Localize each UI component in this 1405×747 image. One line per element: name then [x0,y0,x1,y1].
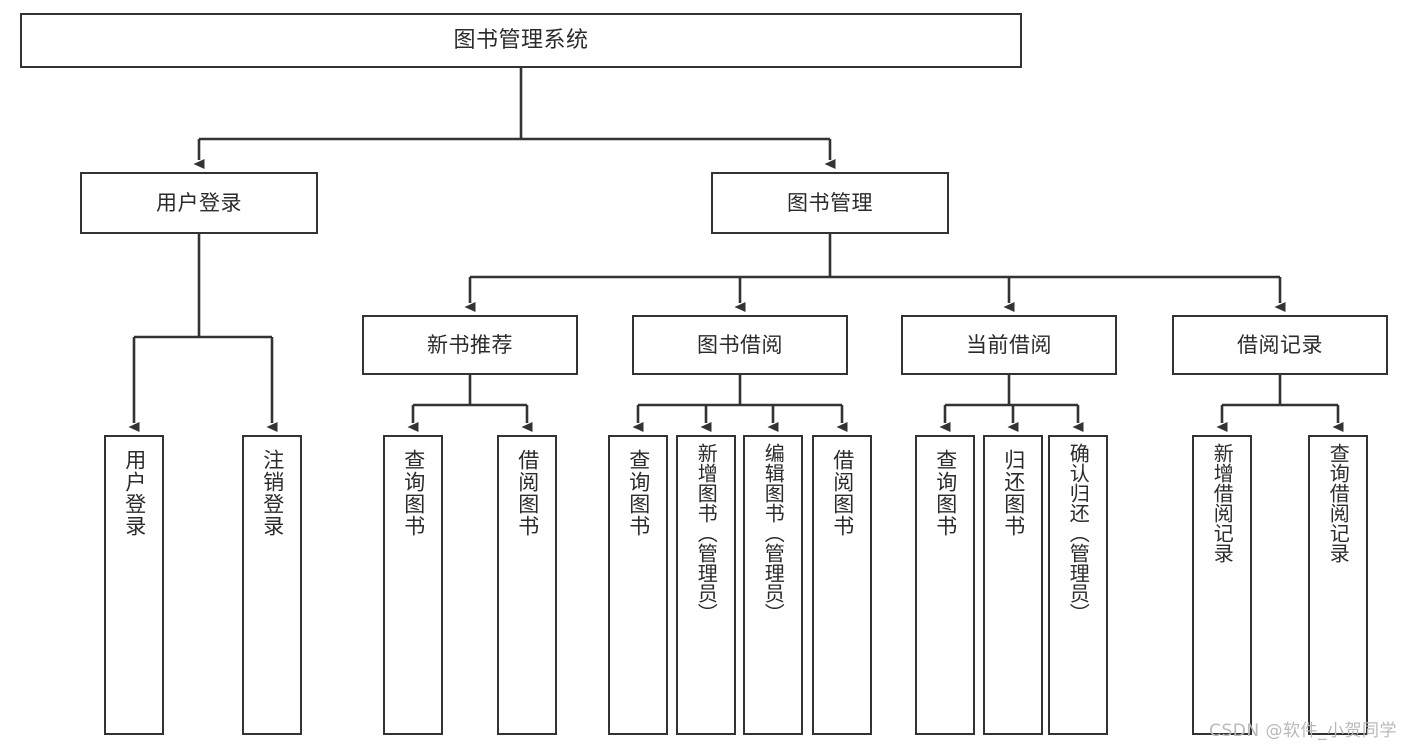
node-label: 当前借阅 [966,332,1052,357]
node-label: 归还图书 [1001,449,1026,537]
leaf-borrow-book[interactable]: 借阅图书 [812,435,872,735]
node-book-management[interactable]: 图书管理 [711,172,949,234]
node-label: 查询图书 [626,449,651,537]
leaf-add-borrow-record[interactable]: 新增借阅记录 [1192,435,1252,735]
node-label: 图书管理 [787,190,873,215]
leaf-confirm-return-admin[interactable]: 确认归还（管理员） [1048,435,1108,735]
node-label: 图书借阅 [697,332,783,357]
node-book-borrow[interactable]: 图书借阅 [632,315,848,375]
leaf-query-book-current[interactable]: 查询图书 [915,435,975,735]
node-label: 用户登录 [156,190,242,215]
node-label: 查询图书 [933,449,958,537]
leaf-query-borrow-record[interactable]: 查询借阅记录 [1308,435,1368,735]
node-label: 查询借阅记录 [1326,443,1351,563]
leaf-logout[interactable]: 注销登录 [242,435,302,735]
leaf-add-book-admin[interactable]: 新增图书（管理员） [676,435,736,735]
node-label: 用户登录 [122,449,147,537]
leaf-user-login[interactable]: 用户登录 [104,435,164,735]
node-label: 确认归还（管理员） [1066,443,1091,623]
node-label: 新增图书（管理员） [694,443,719,623]
node-new-book-recommend[interactable]: 新书推荐 [362,315,578,375]
node-current-borrow[interactable]: 当前借阅 [901,315,1117,375]
node-label: 借阅记录 [1237,332,1323,357]
node-label: 图书管理系统 [453,27,589,53]
node-label: 编辑图书（管理员） [761,443,786,623]
node-label: 新增借阅记录 [1210,443,1235,563]
leaf-query-book-borrow[interactable]: 查询图书 [608,435,668,735]
node-label: 借阅图书 [515,449,540,537]
node-label: 新书推荐 [427,332,513,357]
node-label: 查询图书 [401,449,426,537]
node-borrow-record[interactable]: 借阅记录 [1172,315,1388,375]
node-user-login[interactable]: 用户登录 [80,172,318,234]
leaf-query-book-recommend[interactable]: 查询图书 [383,435,443,735]
leaf-edit-book-admin[interactable]: 编辑图书（管理员） [743,435,803,735]
leaf-return-book[interactable]: 归还图书 [983,435,1043,735]
watermark: CSDN @软件_小贺同学 [1209,721,1397,741]
node-label: 注销登录 [260,449,285,537]
leaf-borrow-book-recommend[interactable]: 借阅图书 [497,435,557,735]
node-label: 借阅图书 [830,449,855,537]
node-root-book-management-system[interactable]: 图书管理系统 [20,13,1022,68]
